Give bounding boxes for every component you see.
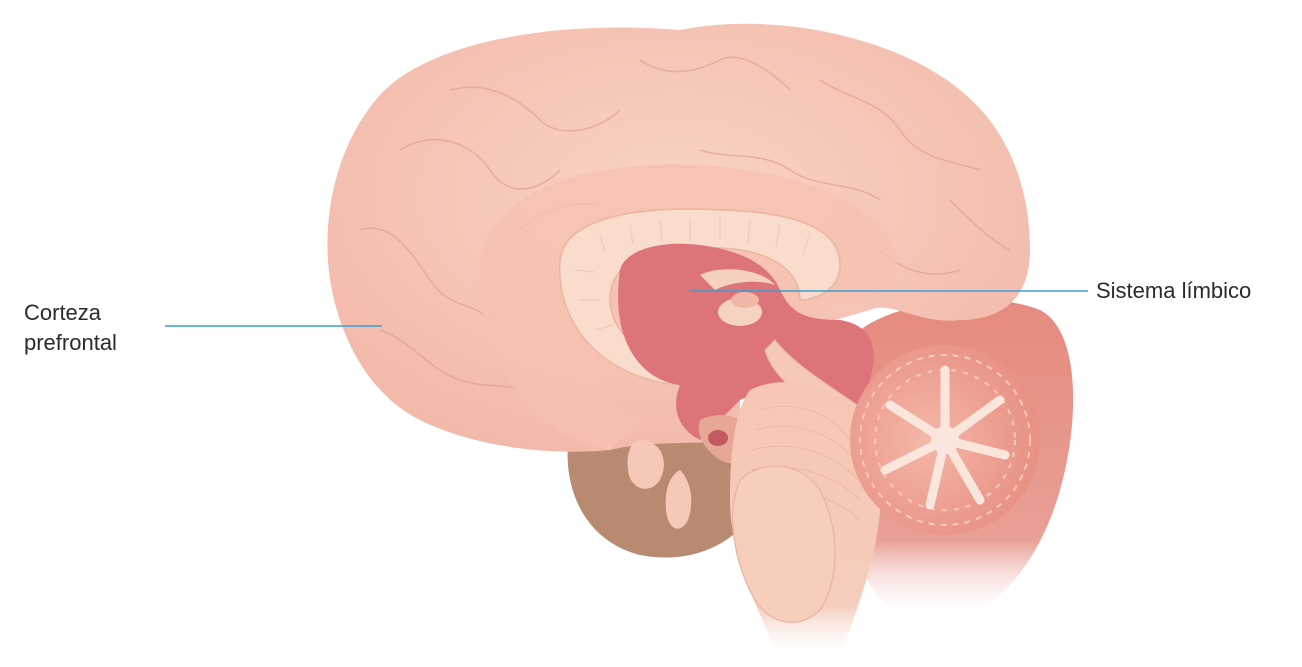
mammillary-body bbox=[708, 430, 728, 446]
limbic-system-label: Sistema límbico bbox=[1096, 276, 1251, 306]
cerebellum-center bbox=[931, 426, 959, 454]
prefrontal-label-line2: prefrontal bbox=[24, 328, 174, 358]
pons bbox=[733, 466, 835, 622]
prefrontal-label-line1: Corteza bbox=[24, 298, 174, 328]
prefrontal-cortex-label: Corteza prefrontal bbox=[24, 298, 174, 358]
pineal-body bbox=[731, 292, 759, 308]
